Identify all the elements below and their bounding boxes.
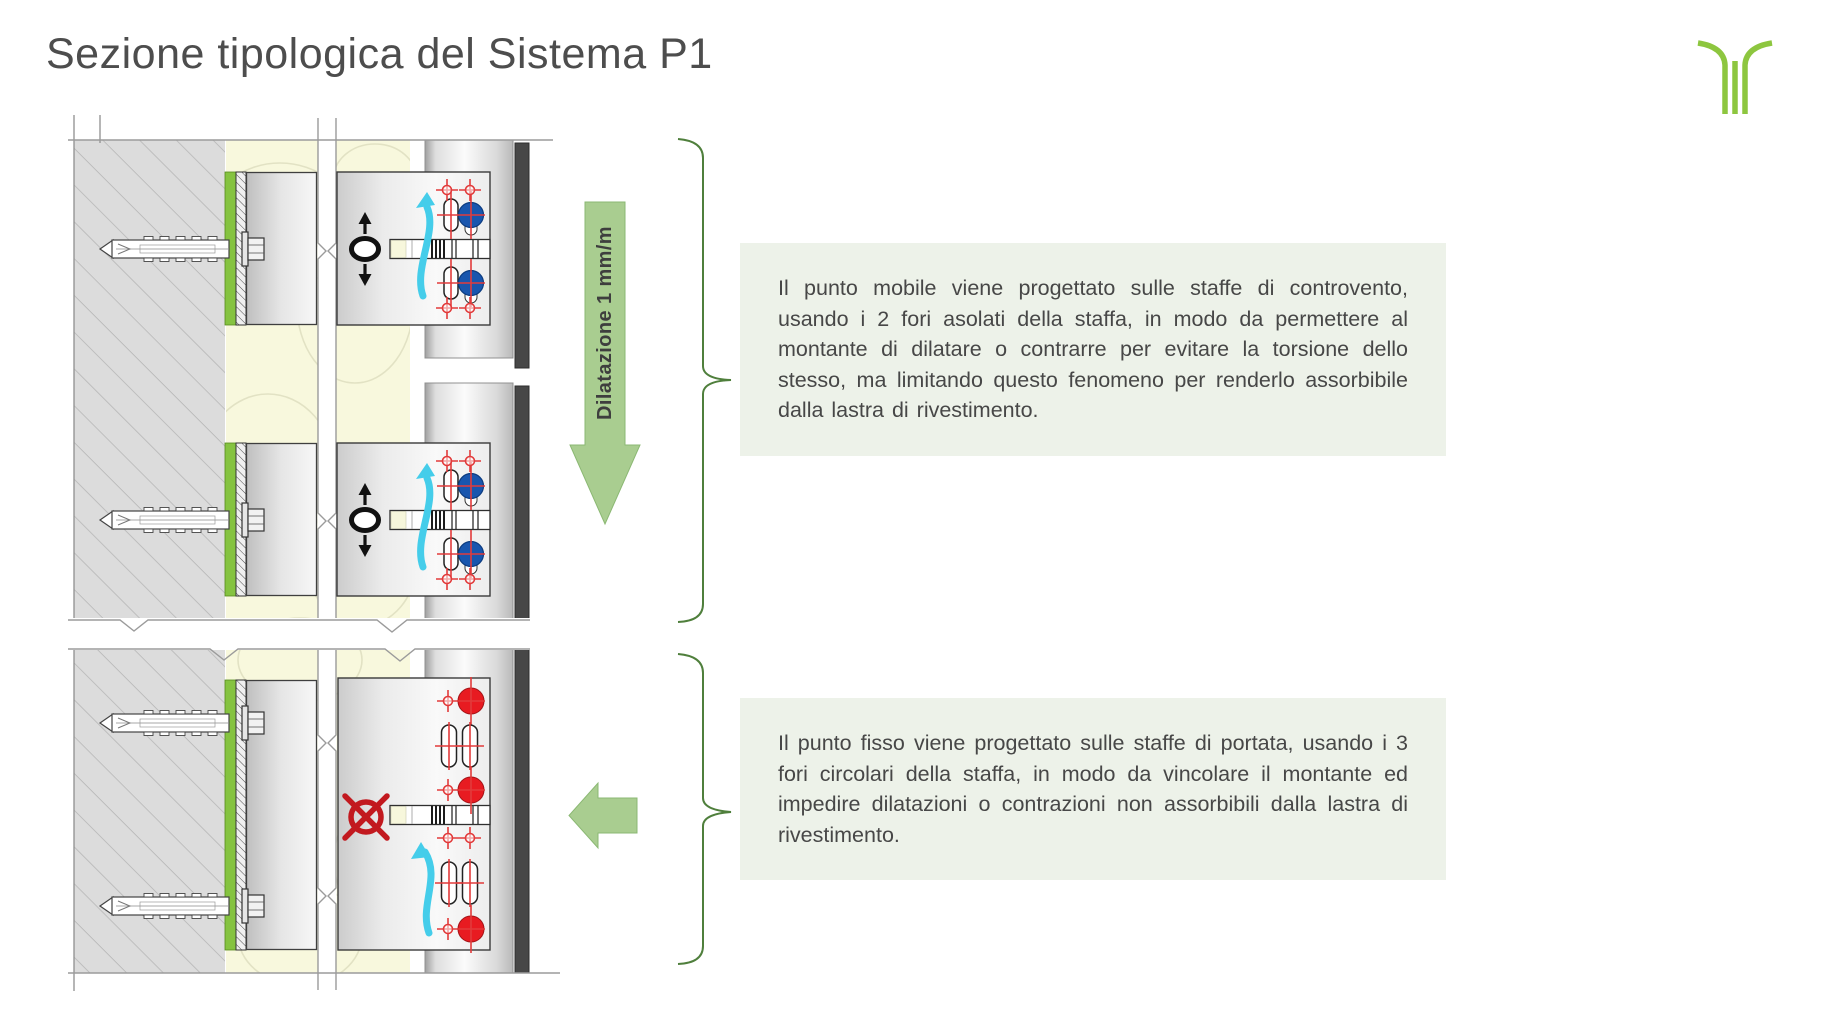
dilatation-arrow-icon [569,201,641,526]
section-break-vertical [317,118,337,990]
note-fixed-point: Il punto fisso viene progettato sulle st… [740,698,1446,880]
bracket-assembly-fixed [99,676,491,954]
bolt-strip [389,804,491,826]
fixed-point-symbol-icon [345,796,387,838]
note-mobile-point: Il punto mobile viene progettato sulle s… [740,243,1446,456]
brace-mobile-section [677,138,732,623]
cladding-panel [514,142,530,974]
wall-hatched [73,115,225,991]
dilatation-flow-arrowhead-icon [411,842,430,859]
brand-logo-icon [1697,40,1773,114]
dilatation-arrow-label: Dilatazione 1 mm/m [594,226,616,420]
section-break-horizontal [68,618,534,662]
page-title: Sezione tipologica del Sistema P1 [46,30,713,78]
dilatation-flow-arrow-icon [421,848,435,937]
fixed-point-arrow-icon [568,781,638,850]
brace-fixed-section [677,653,732,965]
